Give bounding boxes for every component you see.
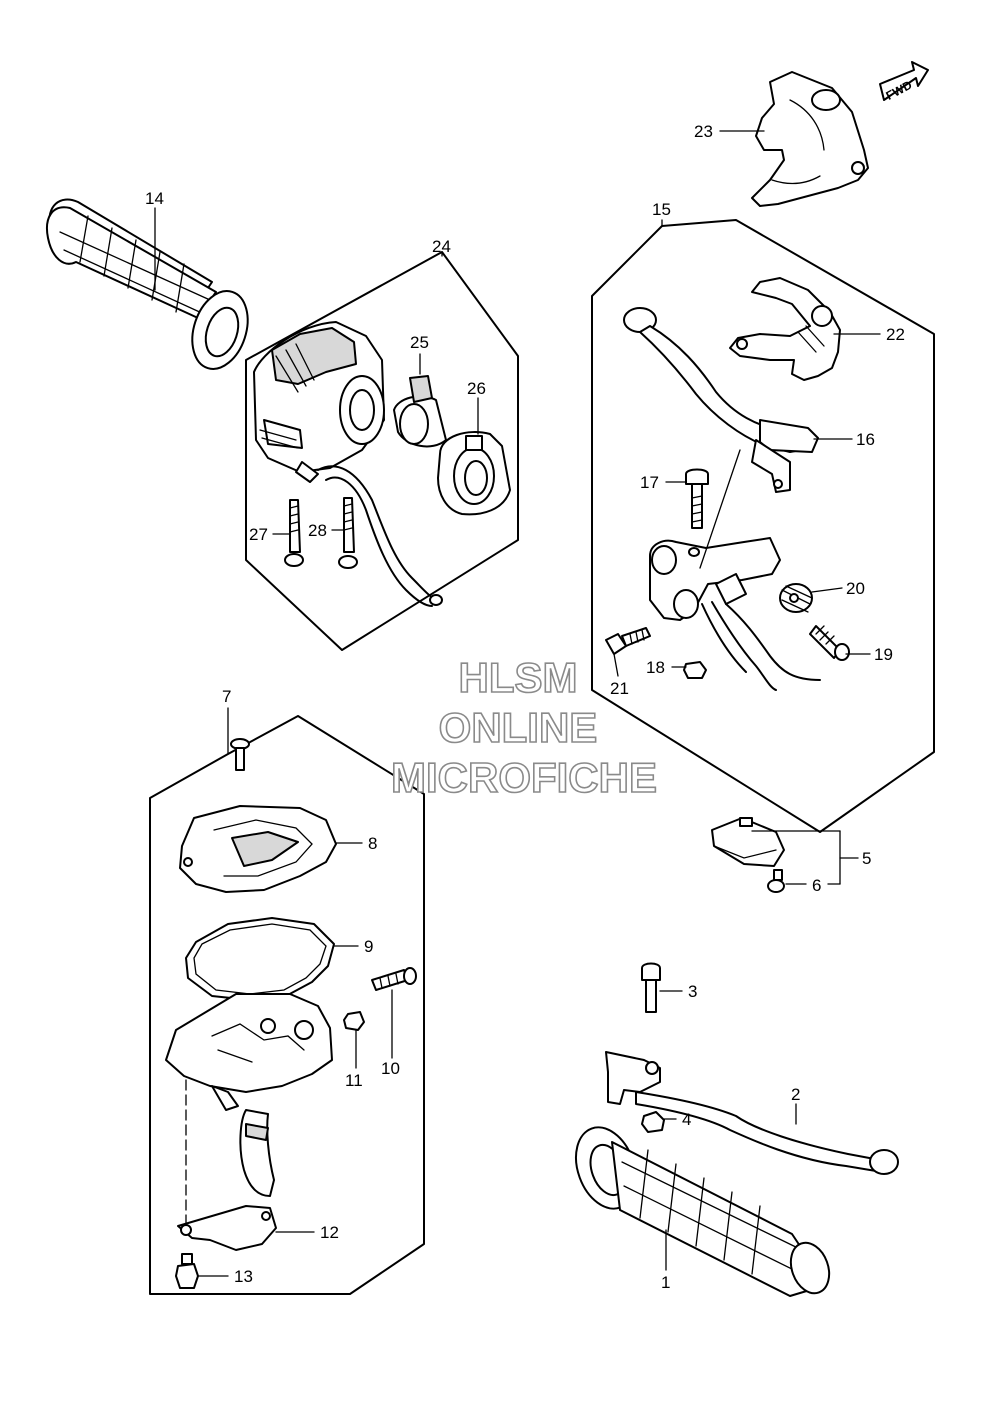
bracket-12-part <box>177 1205 277 1251</box>
fwd-arrow-icon: FWD <box>879 61 929 103</box>
right-grip-part <box>575 1126 831 1297</box>
handlebar-switch-part <box>253 321 443 607</box>
lever-plate-part <box>729 277 841 381</box>
callout-6: 6 <box>812 876 821 895</box>
callout-17: 17 <box>640 473 659 492</box>
left-grip-part <box>46 198 249 370</box>
callout-5: 5 <box>862 849 871 868</box>
callout-9: 9 <box>364 937 373 956</box>
nut-18-part <box>683 661 707 679</box>
watermark-line2: ONLINE <box>439 704 598 751</box>
cover-gasket-part <box>185 917 335 1001</box>
callout-4: 4 <box>682 1110 691 1129</box>
bolt-10-part <box>371 967 417 991</box>
brake-lever-part <box>605 1051 899 1175</box>
callout-16: 16 <box>856 430 875 449</box>
callout-7: 7 <box>222 687 231 706</box>
watermark-line1: HLSM <box>459 654 578 701</box>
callout-3: 3 <box>688 982 697 1001</box>
callout-26: 26 <box>467 379 486 398</box>
callout-1: 1 <box>661 1273 670 1292</box>
lever-holder-part <box>649 449 821 691</box>
callout-23: 23 <box>694 122 713 141</box>
screw-28-part <box>338 497 358 569</box>
switch-clamp-part <box>437 431 511 516</box>
callout-14: 14 <box>145 189 164 208</box>
callout-10: 10 <box>381 1059 400 1078</box>
callout-11: 11 <box>345 1071 363 1090</box>
callout-22: 22 <box>886 325 905 344</box>
lever-guard-part <box>751 71 869 207</box>
callout-24: 24 <box>432 237 451 256</box>
callout-13: 13 <box>234 1267 253 1286</box>
nut-11-part <box>343 1011 365 1031</box>
callout-2: 2 <box>791 1085 800 1104</box>
callout-28: 28 <box>308 521 327 540</box>
bolt-21-part <box>605 627 651 655</box>
throttle-cover-part <box>179 805 337 893</box>
pivot-bolt-part <box>685 468 709 529</box>
screw-6-part <box>767 869 785 893</box>
switch-collar-part <box>393 375 447 448</box>
callout-21: 21 <box>610 679 629 698</box>
callout-15: 15 <box>652 200 671 219</box>
clutch-lever-part <box>623 307 819 493</box>
watermark-line3: MICROFICHE <box>391 754 657 801</box>
pivot-bolt-3-part <box>641 962 661 1013</box>
callout-25: 25 <box>410 333 429 352</box>
adjuster-20-part <box>779 583 813 613</box>
callout-18: 18 <box>646 658 665 677</box>
screw-27-part <box>284 499 304 567</box>
screw-top-part <box>230 738 250 771</box>
bolt-19-part <box>809 625 850 661</box>
callout-8: 8 <box>368 834 377 853</box>
bolt-13-part <box>175 1253 199 1289</box>
throttle-housing-part <box>165 993 333 1197</box>
callout-19: 19 <box>874 645 893 664</box>
clutch-switch-part <box>711 817 785 867</box>
nut-4-part <box>641 1111 665 1133</box>
callout-27: 27 <box>249 525 268 544</box>
callout-20: 20 <box>846 579 865 598</box>
callout-12: 12 <box>320 1223 339 1242</box>
